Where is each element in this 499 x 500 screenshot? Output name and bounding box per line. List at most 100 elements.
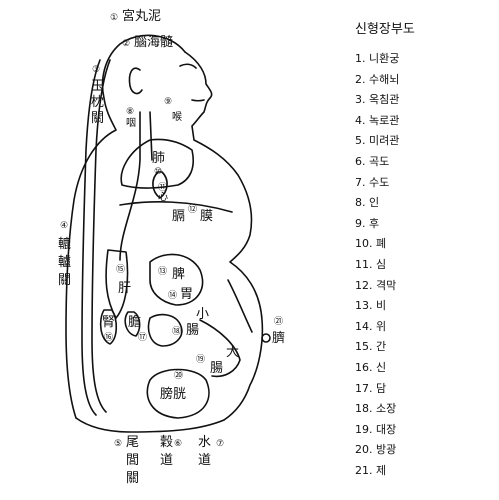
- legend-item-number: 11.: [355, 257, 373, 271]
- label-4-char-2: 轤: [58, 254, 71, 270]
- label-5-char-1: 尾: [126, 435, 139, 450]
- legend-item: 18. 소장: [345, 399, 495, 420]
- diaphragm-line: [119, 201, 233, 213]
- label-9-text: 喉: [172, 111, 182, 123]
- legend-item-number: 1.: [355, 52, 366, 65]
- legend-item: 13. 비: [345, 296, 495, 317]
- gall-bladder: [124, 311, 141, 337]
- label-15-number: ⑮: [116, 264, 125, 275]
- legend-item-number: 15.: [355, 340, 373, 354]
- label-10-number: ⑩: [154, 167, 162, 177]
- legend-item: 6. 곡도: [345, 152, 495, 173]
- legend-item-name: 대장: [376, 422, 397, 436]
- legend-item-name: 소장: [376, 402, 397, 416]
- legend-item-number: 4.: [355, 113, 366, 127]
- gullet: [119, 111, 141, 261]
- label-6-char-2: 道: [160, 453, 173, 468]
- label-20-number: ⑳: [174, 370, 183, 381]
- legend-item-number: 10.: [355, 237, 373, 251]
- legend-item: 7. 수도: [345, 173, 495, 194]
- legend-item: 15. 간: [345, 337, 495, 358]
- label-13-text: 脾: [172, 267, 185, 282]
- label-4-char-3: 關: [58, 273, 71, 288]
- legend-item-name: 담: [376, 381, 387, 395]
- eye: [179, 63, 197, 69]
- kidney: [99, 309, 118, 345]
- legend-item-name: 격막: [376, 278, 397, 292]
- navel-mark: [261, 333, 271, 343]
- large-intestine: [199, 319, 241, 378]
- label-13-number: ⑬: [158, 266, 167, 277]
- label-19-number: ⑲: [196, 354, 205, 365]
- label-3-number: ③: [92, 65, 100, 75]
- legend-item: 9. 후: [345, 214, 495, 235]
- spine-channel-left: [81, 59, 101, 416]
- legend-item-number: 16.: [355, 360, 373, 374]
- legend-item-number: 2.: [355, 72, 366, 86]
- legend-item-name: 인: [369, 196, 380, 210]
- legend-item: 10. 폐: [345, 234, 495, 255]
- legend-item-number: 7.: [355, 175, 366, 189]
- label-18-char-2: 腸: [186, 323, 199, 338]
- label-19-char-1: 大: [226, 345, 239, 360]
- ear: [128, 67, 143, 95]
- small-intestine: [147, 313, 183, 347]
- label-18-char-1: 小: [196, 307, 209, 322]
- legend-item-number: 20.: [355, 443, 373, 457]
- mouth: [191, 99, 205, 102]
- legend-item-name: 간: [376, 340, 387, 354]
- label-6-number: ⑥: [174, 439, 182, 449]
- label-5-char-2: 閭: [126, 453, 139, 468]
- legend-item: 19. 대장: [345, 420, 495, 441]
- legend-item-name: 후: [369, 216, 380, 230]
- label-7-number: ⑦: [216, 439, 224, 449]
- legend-item: 14. 위: [345, 317, 495, 338]
- legend-item: 16. 신: [345, 358, 495, 379]
- stomach: [149, 253, 204, 306]
- body-outline-front: [184, 51, 264, 421]
- legend-item: 4. 녹로관: [345, 111, 495, 132]
- label-10-text: 肺: [152, 151, 165, 166]
- legend-item: 2. 수해뇌: [345, 70, 495, 91]
- body-outline-back: [65, 34, 186, 419]
- body-organ-diagram: ① 宮丸泥 ② 腦海髓 ③ 玉 枕 關 ④ 轆 轤 關 ⑤ 尾 閭 關 ⑥ 穀 …: [58, 8, 285, 486]
- label-12-char-2: 膜: [200, 209, 213, 224]
- label-18-number: ⑱: [172, 326, 181, 337]
- label-3-char-1: 玉: [91, 79, 104, 94]
- bladder: [146, 368, 210, 419]
- legend-item: 17. 담: [345, 379, 495, 400]
- legend-item-name: 수해뇌: [369, 72, 400, 86]
- label-11-text: 心: [158, 191, 168, 203]
- label-2-text: 腦海髓: [134, 35, 173, 50]
- legend-item-number: 21.: [355, 463, 373, 477]
- label-19-char-2: 腸: [210, 361, 223, 376]
- legend-item: 12. 격막: [345, 276, 495, 297]
- legend-item: 5. 미려관: [345, 131, 495, 152]
- windpipe: [149, 111, 153, 161]
- legend-item-number: 17.: [355, 381, 373, 395]
- label-3-char-2: 枕: [91, 95, 104, 110]
- legend-item-name: 비: [376, 299, 387, 313]
- label-16-text: 腎: [102, 315, 115, 330]
- label-17-number: ⑰: [138, 332, 147, 343]
- label-7-char-2: 道: [198, 453, 211, 468]
- legend-item-number: 14.: [355, 319, 373, 333]
- legend-item-number: 3.: [355, 93, 366, 107]
- legend-item-name: 제: [376, 463, 387, 477]
- legend-item-name: 니환궁: [369, 52, 400, 65]
- label-1-text: 宮丸泥: [122, 8, 161, 24]
- legend-item-name: 위: [376, 319, 387, 333]
- legend-list: 1. 니환궁 2. 수해뇌 3. 옥침관 4. 녹로관 5. 미려관 6. 곡도…: [345, 49, 495, 481]
- heart: [152, 171, 168, 199]
- body-outline-bottom: [75, 417, 225, 433]
- spine-channel-right: [91, 59, 111, 413]
- legend-item-name: 심: [376, 257, 387, 271]
- legend-item-number: 12.: [355, 278, 373, 292]
- legend-item-name: 곡도: [369, 154, 390, 168]
- organ-legend: 신형장부도 1. 니환궁 2. 수해뇌 3. 옥침관 4. 녹로관 5. 미려관…: [345, 18, 495, 481]
- label-17-text: 膽: [128, 315, 141, 330]
- label-14-number: ⑭: [168, 290, 177, 301]
- legend-item-number: 9.: [355, 216, 366, 230]
- label-8-number: ⑧: [126, 107, 134, 117]
- legend-item: 21. 제: [345, 461, 495, 482]
